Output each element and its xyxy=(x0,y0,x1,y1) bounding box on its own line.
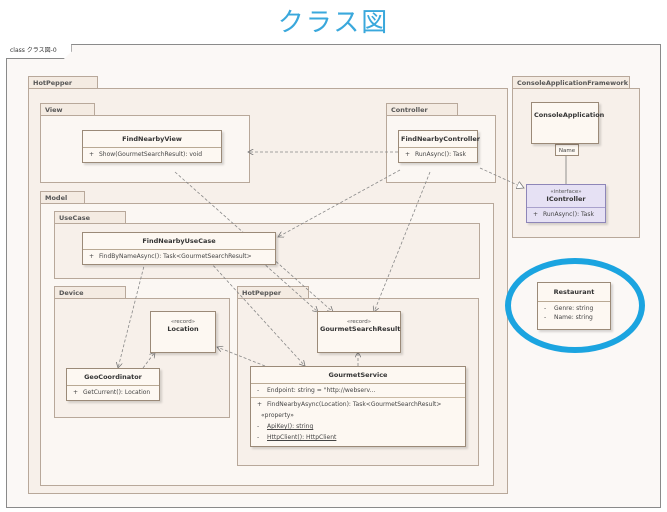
package-console-framework-tab: ConsoleApplicationFramework xyxy=(512,76,630,88)
class-name: GeoCoordinator xyxy=(67,369,159,386)
class-name: GourmetService xyxy=(251,367,465,384)
class-location: «record» Location xyxy=(150,311,216,353)
package-hotpepper-tab: HotPepper xyxy=(28,76,98,88)
class-name: FindNearbyUseCase xyxy=(83,233,275,250)
edge-controller-to-searchresult xyxy=(374,171,431,312)
class-find-nearby-view: FindNearbyView +Show(GourmetSearchResult… xyxy=(82,130,222,163)
package-model-tab: Model xyxy=(40,191,85,203)
qualifier-name: Name xyxy=(555,144,579,156)
slide-title: クラス図 xyxy=(277,8,390,38)
property-stereotype: «property» xyxy=(261,412,294,419)
class-header: «record» GourmetSearchResult xyxy=(320,319,401,333)
edge-usecase-to-gourmetservice xyxy=(209,261,305,366)
class-geo-coordinator: GeoCoordinator +GetCurrent(): Location xyxy=(66,368,160,401)
package-usecase-tab: UseCase xyxy=(54,211,126,223)
operation-row: +Show(GourmetSearchResult): void xyxy=(89,151,203,158)
operation-row: +GetCurrent(): Location xyxy=(73,389,151,396)
class-name: FindNearbyView xyxy=(83,131,221,148)
class-name: GourmetSearchResult xyxy=(320,325,401,333)
class-name: Location xyxy=(167,325,199,333)
package-view-tab: View xyxy=(40,103,95,115)
class-find-nearby-usecase: FindNearbyUseCase +FindByNameAsync(): Ta… xyxy=(82,232,276,265)
edge-usecase-to-geocoordinator xyxy=(118,261,146,368)
operation-row: +FindByNameAsync(): Task<GourmetSearchRe… xyxy=(89,253,252,260)
operation-row: +RunAsync(): Task xyxy=(405,151,466,158)
class-gourmet-search-result: «record» GourmetSearchResult xyxy=(317,311,401,353)
package-device-tab: Device xyxy=(54,286,126,298)
edge-geocoordinator-to-location xyxy=(142,352,155,369)
class-header: «record» Location xyxy=(167,319,199,333)
class-header: «interface» IController xyxy=(527,185,605,208)
class-find-nearby-controller: FindNearbyController +RunAsync(): Task xyxy=(398,130,480,163)
edge-controller-to-usecase xyxy=(278,169,401,237)
operation-row: +RunAsync(): Task xyxy=(533,211,594,218)
class-console-application: ConsoleApplication xyxy=(531,102,605,144)
class-name: FindNearbyController xyxy=(399,131,480,148)
property-row: -HttpClient(): HttpClient xyxy=(257,434,337,441)
property-row: -ApiKey(): string xyxy=(257,423,314,430)
edge-usecase-to-searchresult xyxy=(261,261,318,312)
operation-row: +FindNearbyAsync(Location): Task<Gourmet… xyxy=(257,401,442,408)
highlight-ring xyxy=(505,258,645,353)
class-gourmet-service: GourmetService -Endpoint: string = "http… xyxy=(250,366,466,447)
edge-gourmetservice-to-location xyxy=(217,347,266,367)
edge-controller-to-icontroller xyxy=(479,167,524,188)
attribute-row: -Endpoint: string = "http://webserv... xyxy=(257,387,376,394)
class-name: ConsoleApplication xyxy=(534,111,605,119)
package-controller-tab: Controller xyxy=(386,103,458,115)
operations-section: +FindNearbyAsync(Location): Task<Gourmet… xyxy=(251,397,465,446)
diagram-frame-label: class クラス図-0 xyxy=(6,44,72,59)
class-name: IController xyxy=(546,195,586,203)
interface-icontroller: «interface» IController +RunAsync(): Tas… xyxy=(526,184,606,223)
